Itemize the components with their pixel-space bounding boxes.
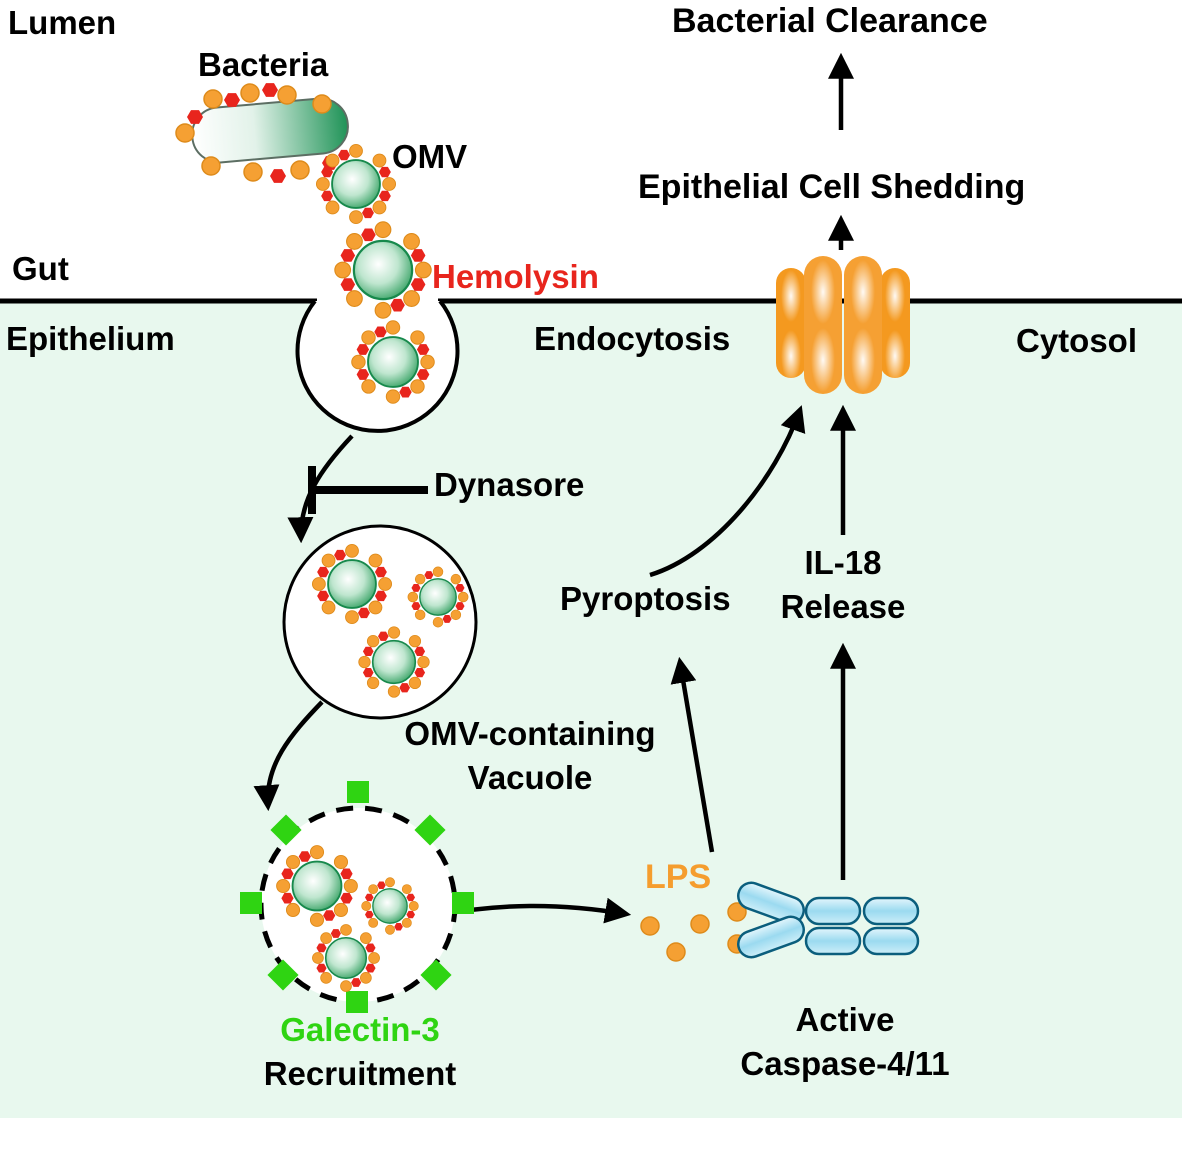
arrow-pyroptosis-to-channel bbox=[649, 405, 806, 578]
epithelial-cell-shedding-label: Epithelial Cell Shedding bbox=[638, 168, 1026, 206]
omv-vesicle bbox=[408, 567, 468, 627]
galectin-line1: Galectin-3 bbox=[280, 1011, 440, 1048]
galectin-line2: Recruitment bbox=[263, 1054, 457, 1092]
galectin-vacuole-circle bbox=[240, 781, 474, 1013]
cytosol-background bbox=[0, 301, 1182, 1118]
arrow-vacuole-to-galectin bbox=[253, 700, 324, 812]
omv-vacuole-circle bbox=[282, 524, 478, 720]
omv-vacuole-line2: Vacuole bbox=[467, 758, 593, 796]
omv-vesicle bbox=[359, 627, 430, 698]
omv-vacuole-line1: OMV-containing bbox=[404, 715, 656, 752]
endocytosis-label: Endocytosis bbox=[534, 320, 731, 357]
il18-line1: IL-18 bbox=[804, 544, 882, 581]
epithelium-label: Epithelium bbox=[6, 320, 175, 357]
il18-release-label: IL-18 Release bbox=[738, 541, 948, 628]
hemolysin-label: Hemolysin bbox=[432, 258, 599, 295]
bacterium bbox=[175, 83, 349, 183]
il18-line2: Release bbox=[780, 587, 906, 625]
gut-label: Gut bbox=[12, 250, 69, 287]
active-caspase-label: Active Caspase-4/11 bbox=[700, 998, 990, 1085]
dynasore-inhibitor-bar bbox=[308, 466, 428, 514]
galectin-recruitment-label: Galectin-3 Recruitment bbox=[230, 1008, 490, 1095]
lps-label: LPS bbox=[645, 858, 712, 896]
bacteria-label: Bacteria bbox=[198, 46, 329, 83]
omv-vesicle bbox=[312, 544, 391, 623]
omv-vesicle bbox=[335, 222, 431, 318]
caspase-complex bbox=[737, 881, 920, 959]
membrane-channel bbox=[776, 256, 910, 394]
omv-vesicle bbox=[316, 144, 395, 223]
omv-vesicle bbox=[312, 924, 379, 991]
omv-vesicle bbox=[362, 878, 419, 935]
omv-label: OMV bbox=[392, 138, 468, 175]
arrow-caspase-to-pyroptosis bbox=[670, 656, 715, 853]
omv-vacuole-label: OMV-containing Vacuole bbox=[380, 712, 680, 799]
pyroptosis-label: Pyroptosis bbox=[560, 580, 731, 617]
caspase-line2: Caspase-4/11 bbox=[740, 1044, 950, 1082]
cytosol-label: Cytosol bbox=[1016, 322, 1138, 359]
bacterial-clearance-label: Bacterial Clearance bbox=[672, 2, 988, 40]
lumen-label: Lumen bbox=[8, 4, 117, 41]
omv-vesicle bbox=[277, 846, 358, 927]
dynasore-label: Dynasore bbox=[434, 466, 585, 503]
caspase-line1: Active bbox=[795, 1001, 895, 1038]
omv-vesicle bbox=[352, 321, 435, 404]
